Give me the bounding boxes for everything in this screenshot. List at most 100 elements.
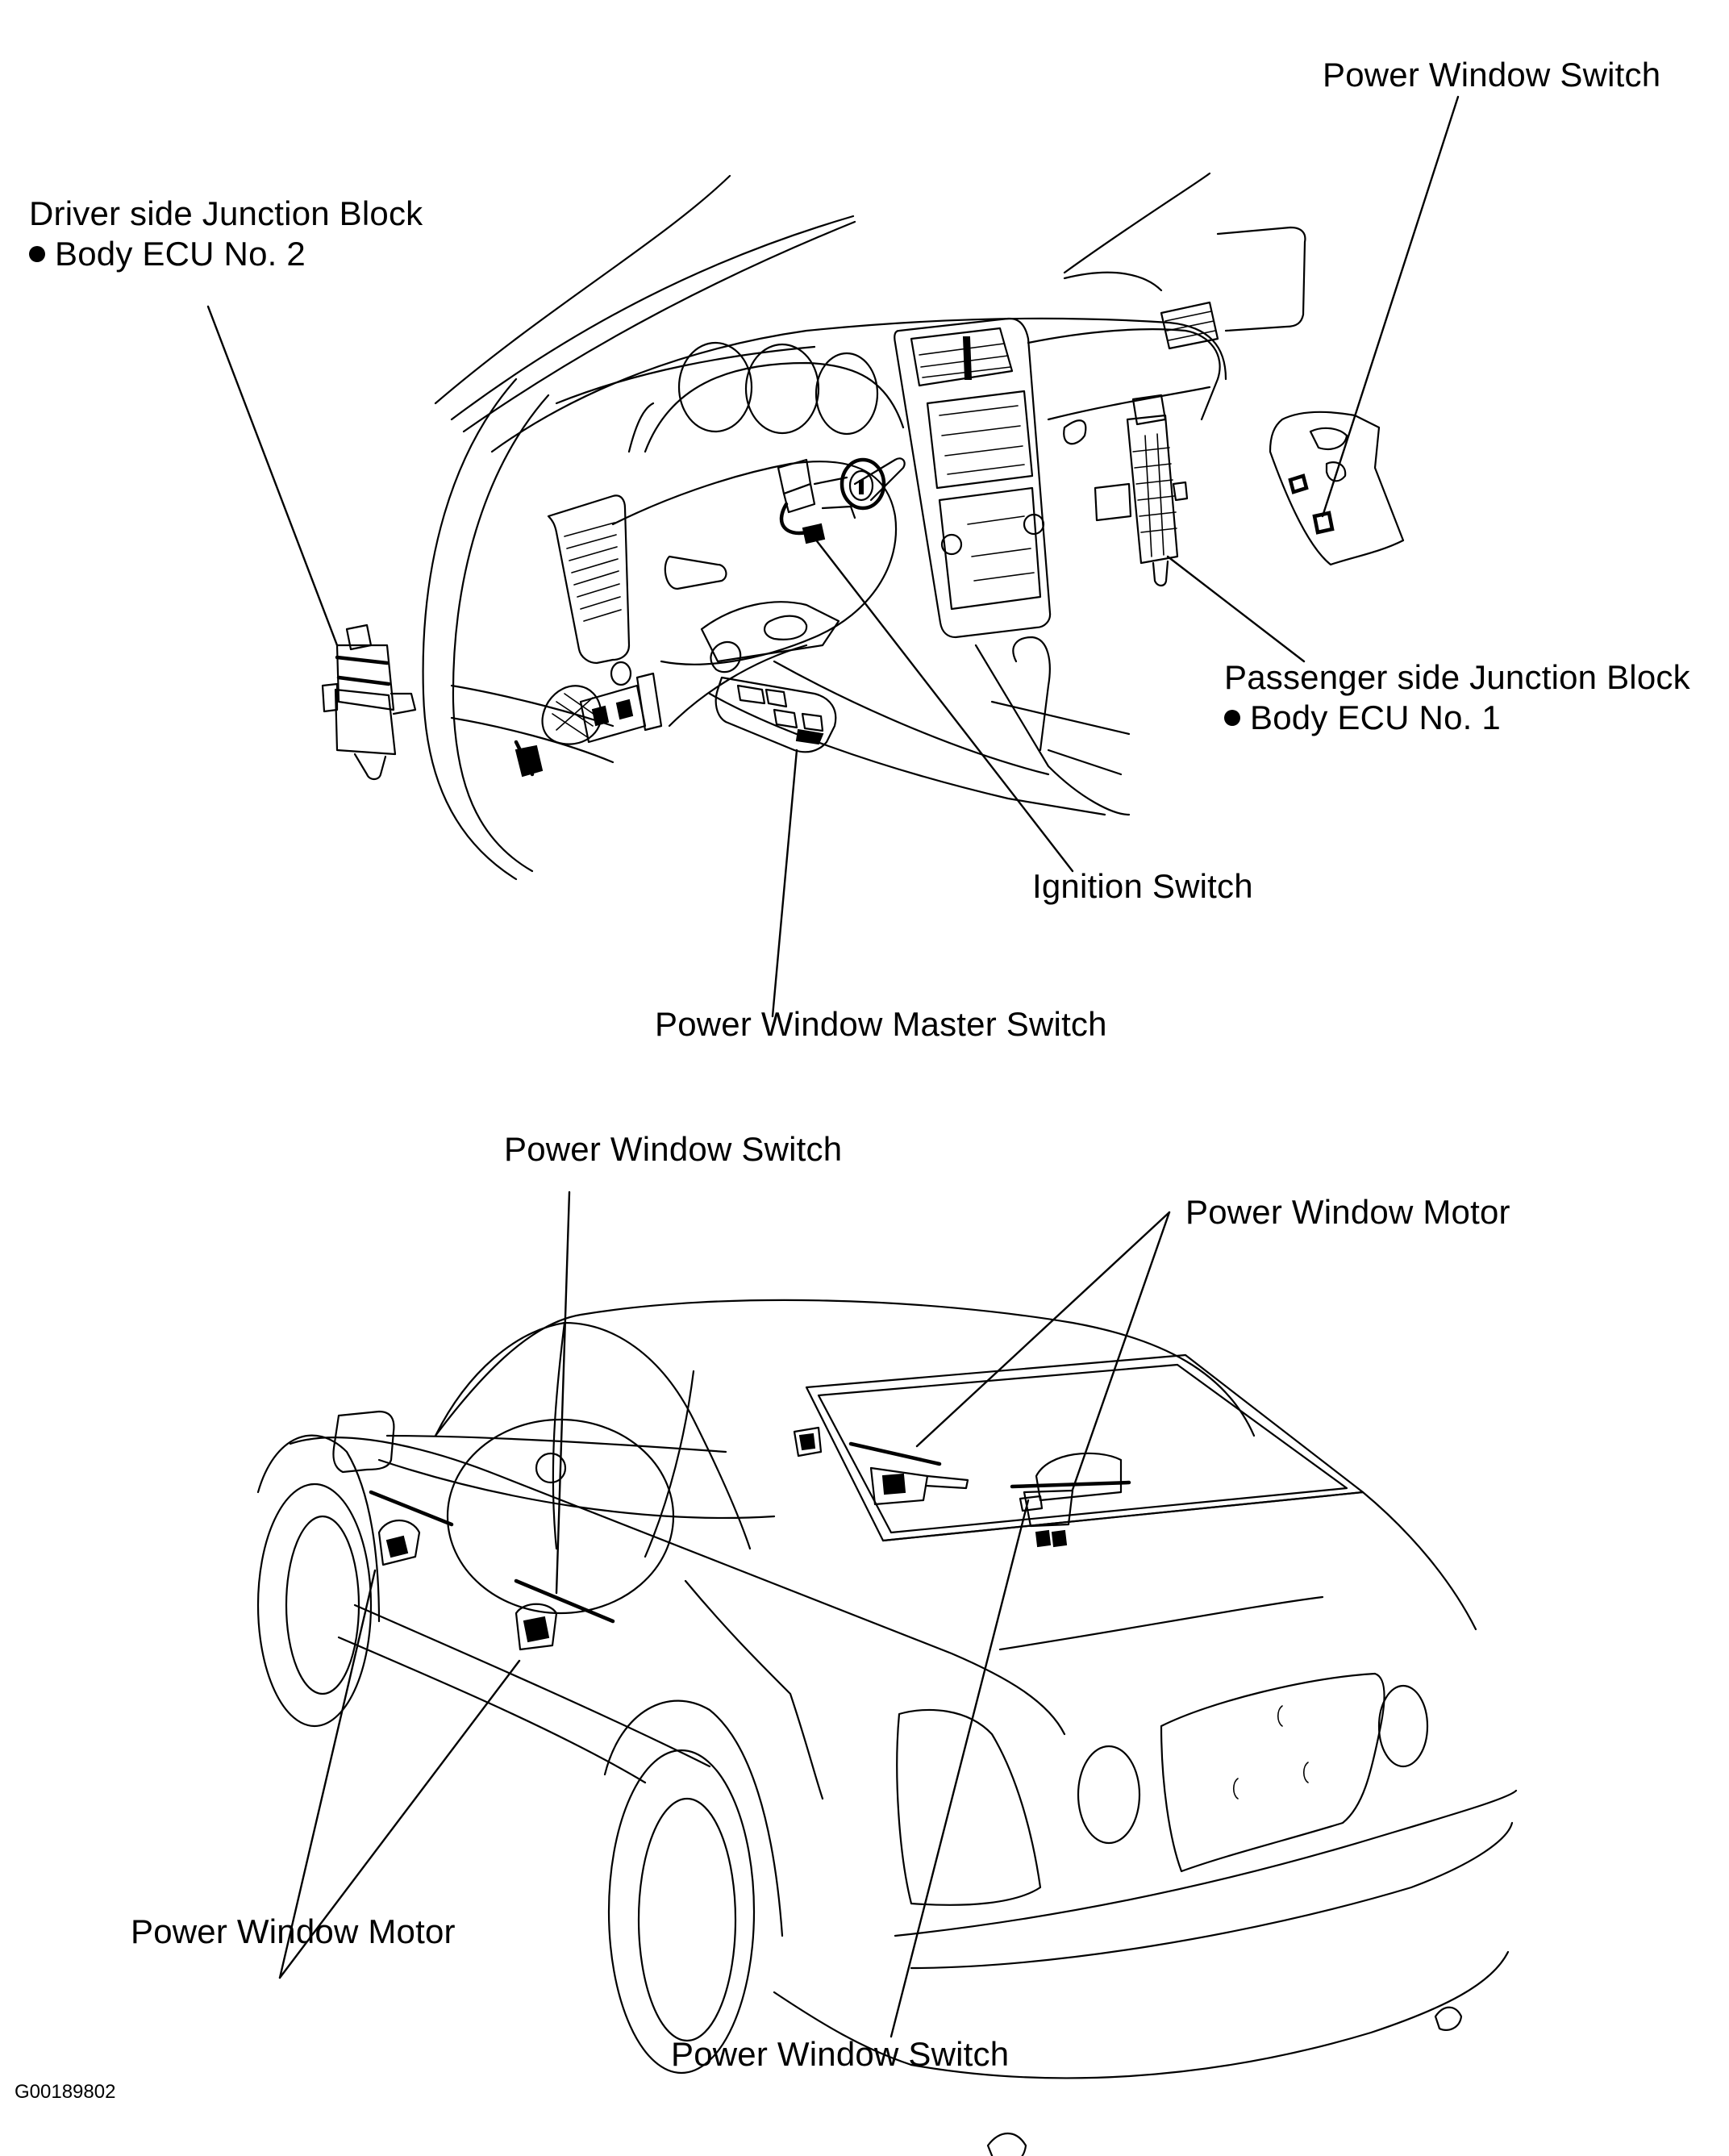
license-plate-recess bbox=[1160, 1672, 1385, 1873]
bullet-icon bbox=[29, 246, 45, 262]
rear-seat-headrest bbox=[1035, 1452, 1123, 1502]
body-ecu-no-2-text: Body ECU No. 2 bbox=[55, 235, 306, 273]
roof-outline bbox=[434, 1299, 1256, 1437]
rear-bumper-lower bbox=[910, 1950, 1510, 2079]
gauge-hood bbox=[644, 361, 905, 453]
label-driver-junction-block: Driver side Junction Block Body ECU No. … bbox=[29, 194, 423, 274]
label-passenger-junction-block: Passenger side Junction Block Body ECU N… bbox=[1224, 657, 1690, 738]
power-window-master-switch-drawing bbox=[715, 676, 837, 753]
ignition-switch-drawing bbox=[777, 457, 886, 544]
body-lower-edge bbox=[773, 1991, 913, 2066]
label-power-window-switch-rear-right: Power Window Switch bbox=[671, 2035, 1010, 2073]
leader-power-window-switch-rear-right bbox=[889, 1499, 1030, 2038]
center-vent-frame bbox=[910, 327, 1014, 387]
reverse-light-right bbox=[1377, 1684, 1429, 1768]
rear-wheel-outer bbox=[607, 1749, 756, 2075]
climate-buttons bbox=[939, 405, 1025, 475]
body-rocker bbox=[337, 1636, 647, 1784]
reverse-light-left bbox=[1077, 1745, 1141, 1845]
shift-gate bbox=[1047, 749, 1123, 776]
front-wheel-outer bbox=[256, 1483, 373, 1728]
power-window-switch-rear-right-drawing bbox=[1019, 1495, 1044, 1512]
climate-panel bbox=[926, 390, 1034, 490]
side-mirror-bottom bbox=[332, 1410, 395, 1474]
brake-pedal-pattern bbox=[552, 693, 598, 739]
rear-wheel-inner bbox=[637, 1797, 737, 2042]
roof-line bbox=[1063, 172, 1211, 274]
leader-power-window-switch-rear-left bbox=[555, 1191, 571, 1595]
windshield-line-3 bbox=[462, 220, 856, 433]
exhaust-left bbox=[986, 2133, 1027, 2156]
trunk-lid bbox=[881, 1491, 1477, 1631]
leader-power-window-motor-rear-a bbox=[915, 1211, 1171, 1448]
audio-panel bbox=[938, 486, 1042, 611]
leader-driver-junction-block bbox=[206, 305, 339, 647]
console-side-2 bbox=[990, 700, 1131, 736]
console-side bbox=[974, 644, 1131, 816]
exhaust-right bbox=[1434, 2006, 1463, 2031]
pedal-pad-lower bbox=[515, 744, 544, 778]
accelerator-pedal bbox=[635, 672, 663, 732]
passenger-junction-block-title: Passenger side Junction Block bbox=[1224, 658, 1690, 696]
windshield-frame bbox=[434, 1321, 752, 1550]
center-vent-slats bbox=[919, 336, 1011, 380]
door-grab-bar bbox=[377, 1458, 776, 1520]
brake-pedal bbox=[541, 685, 602, 745]
leader-passenger-junction-block bbox=[1166, 555, 1306, 663]
a-pillar-inner bbox=[452, 394, 550, 873]
top-leader-lines bbox=[206, 95, 1460, 1018]
lower-dash-2 bbox=[773, 660, 1050, 776]
driver-junction-block-title: Driver side Junction Block bbox=[29, 194, 423, 232]
gauge-left-arc bbox=[627, 402, 655, 453]
plate-c-3 bbox=[1277, 1705, 1283, 1727]
label-power-window-master-switch: Power Window Master Switch bbox=[655, 1005, 1107, 1043]
steering-hub bbox=[535, 1452, 567, 1484]
passenger-junction-block-item: Body ECU No. 1 bbox=[1224, 698, 1690, 738]
plate-c-1 bbox=[1232, 1778, 1239, 1799]
glovebox-line bbox=[1047, 386, 1211, 421]
audio-buttons bbox=[967, 515, 1035, 582]
body-door-line bbox=[353, 1603, 711, 1768]
steering-shroud bbox=[611, 461, 898, 665]
rear-bumper-bottom bbox=[910, 1821, 1514, 1970]
side-mirror bbox=[1216, 226, 1306, 332]
left-vent-knob bbox=[610, 661, 632, 686]
label-power-window-motor-front: Power Window Motor bbox=[131, 1912, 456, 1950]
left-vent-slats bbox=[564, 522, 622, 622]
wiper-stalk bbox=[853, 457, 906, 502]
gauge-tachometer bbox=[677, 341, 753, 433]
lower-dash-1 bbox=[708, 692, 1106, 816]
bottom-leader-lines bbox=[278, 1191, 1171, 2038]
figure-id: G00189802 bbox=[15, 2081, 116, 2103]
leader-power-window-master-switch bbox=[771, 749, 798, 1018]
driver-junction-block-item: Body ECU No. 2 bbox=[29, 234, 423, 274]
glovebox-handle bbox=[1063, 419, 1087, 445]
left-vent-frame bbox=[547, 494, 631, 665]
gauge-speedometer bbox=[744, 343, 820, 435]
label-ignition-switch: Ignition Switch bbox=[1032, 867, 1253, 905]
power-window-motor-front-left-drawing bbox=[369, 1490, 454, 1566]
front-wheel-inner bbox=[285, 1515, 360, 1695]
a-pillar-bottom bbox=[552, 1321, 566, 1550]
trunk-line bbox=[998, 1595, 1324, 1651]
label-power-window-switch-top: Power Window Switch bbox=[1323, 56, 1661, 94]
turn-stalk bbox=[664, 555, 727, 590]
audio-knob-left bbox=[940, 533, 963, 556]
driver-junction-block-drawing bbox=[321, 623, 417, 781]
lower-dash-3 bbox=[450, 684, 615, 728]
rear-wheel-arch bbox=[603, 1699, 784, 1937]
windshield-line bbox=[434, 174, 731, 405]
leader-power-window-motor-rear-b bbox=[1071, 1211, 1171, 1491]
rear-window bbox=[805, 1353, 1364, 1542]
leader-ignition-switch bbox=[813, 536, 1074, 873]
plate-c-2 bbox=[1302, 1762, 1309, 1783]
gauge-fuel bbox=[815, 352, 879, 436]
power-window-motor-rear-left-drawing bbox=[848, 1441, 969, 1506]
power-window-switch-rear-left-drawing bbox=[793, 1426, 823, 1457]
passenger-junction-block-drawing bbox=[1094, 394, 1189, 587]
body-ecu-no-1-text: Body ECU No. 1 bbox=[1250, 699, 1501, 736]
passenger-dash bbox=[1027, 328, 1221, 421]
power-window-motor-front-right-drawing bbox=[514, 1578, 615, 1651]
bullet-icon bbox=[1224, 710, 1240, 726]
